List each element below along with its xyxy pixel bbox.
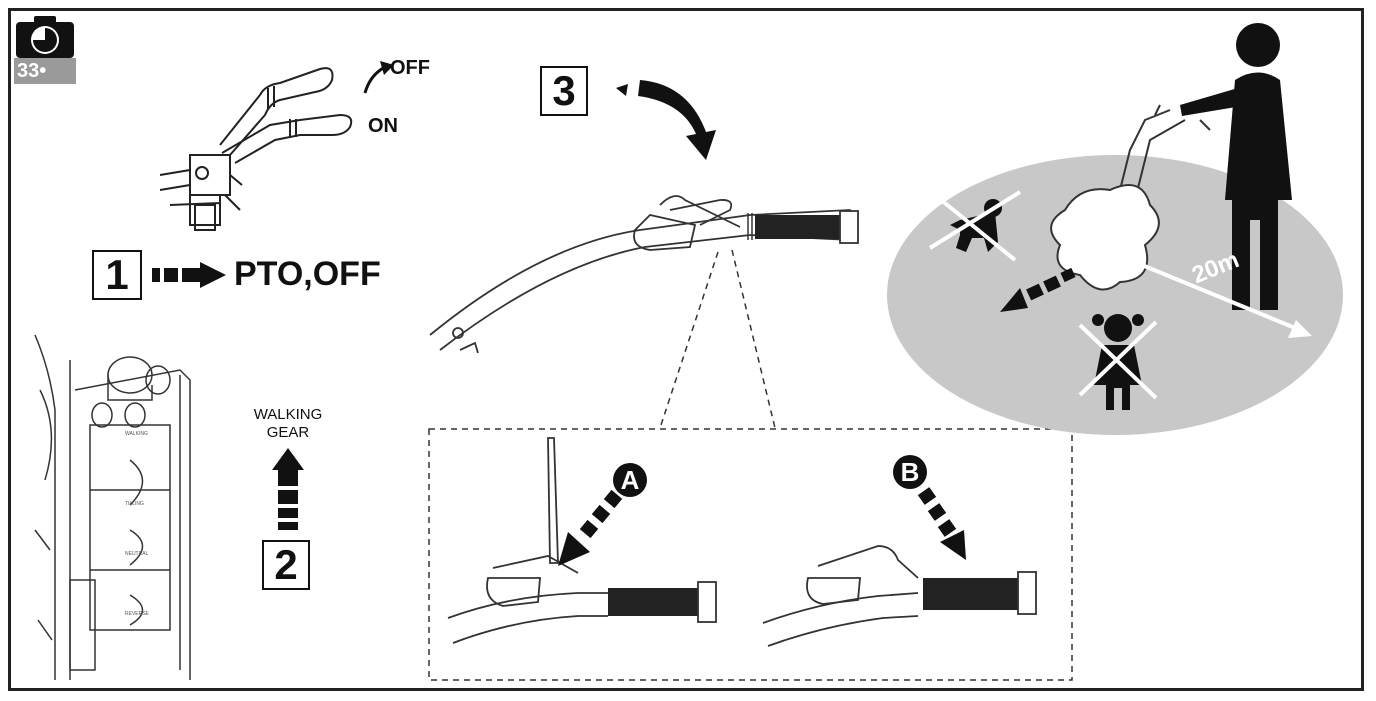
safety-zone-ellipse xyxy=(887,155,1343,435)
tiller-dust-cloud xyxy=(1050,184,1160,291)
dog-prohibited-icon xyxy=(928,190,1022,262)
marker-a-circle xyxy=(613,463,647,497)
pto-off-label: PTO,OFF xyxy=(234,255,381,293)
handlebar-illustration xyxy=(429,195,859,354)
distance-line xyxy=(1141,263,1301,332)
svg-text:REVERSE: REVERSE xyxy=(125,611,150,617)
detail-box: A B xyxy=(428,428,1073,681)
pto-lever-illustration xyxy=(159,61,394,231)
camera-icon xyxy=(14,14,76,84)
walking-gear-label-line2: GEAR xyxy=(266,424,310,441)
page-number-badge: 33• xyxy=(14,58,76,84)
curved-arrow-icon xyxy=(616,80,716,160)
lever-on-label: ON xyxy=(368,115,398,137)
step-3-number: 3 xyxy=(540,66,588,116)
marker-b-label: B xyxy=(901,457,920,487)
marker-a-label: A xyxy=(621,465,640,495)
step-2-number: 2 xyxy=(262,540,310,590)
step-1-number: 1 xyxy=(92,250,142,300)
gearbox-illustration: WALKING TILLING NEUTRAL REVERSE xyxy=(34,334,191,680)
svg-text:WALKING: WALKING xyxy=(125,431,148,437)
marker-b-circle xyxy=(893,455,927,489)
walking-gear-label-line1: WALKING xyxy=(253,406,323,423)
child-icon xyxy=(1092,314,1144,410)
dashed-arrow-right-icon xyxy=(152,262,226,288)
movement-arrow-icon xyxy=(1000,267,1076,312)
lever-off-label: OFF xyxy=(390,57,430,79)
svg-text:TILLING: TILLING xyxy=(125,501,144,507)
svg-text:NEUTRAL: NEUTRAL xyxy=(125,551,149,557)
walking-gear-label: WALKING GEAR xyxy=(238,406,338,442)
child-prohibited-icon xyxy=(1078,320,1158,400)
distance-arrowhead-icon xyxy=(1288,320,1312,338)
dashed-arrow-up-icon xyxy=(272,448,304,530)
safety-zone-illustration: 20m xyxy=(887,23,1343,435)
operator-figure xyxy=(1180,23,1292,310)
